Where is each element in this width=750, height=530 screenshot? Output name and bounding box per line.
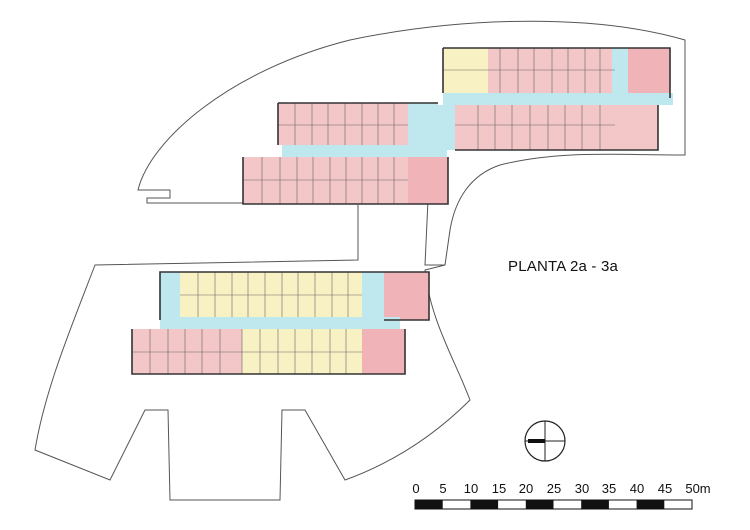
corridor xyxy=(443,93,673,105)
scale-tick: 40 xyxy=(629,481,645,496)
wing-upper-right xyxy=(429,47,673,151)
wing-walls xyxy=(277,102,438,145)
wing-lower-south xyxy=(131,329,406,375)
room-block xyxy=(362,329,405,374)
scale-tick: 20 xyxy=(518,481,534,496)
room-block xyxy=(488,48,615,93)
room-block xyxy=(408,157,448,204)
scale-tick: 5 xyxy=(439,481,447,496)
wing-walls xyxy=(242,157,449,205)
scale-tick: 15 xyxy=(491,481,507,496)
wing-walls xyxy=(131,329,406,375)
scale-bar xyxy=(414,499,693,510)
site-outline-upper xyxy=(137,20,686,266)
wing-upper-left xyxy=(277,102,447,157)
room-block xyxy=(443,48,488,93)
core xyxy=(408,103,438,153)
room-block xyxy=(628,48,670,98)
plan-title: PLANTA 2a - 3a xyxy=(508,258,619,275)
wing-walls xyxy=(159,271,430,321)
room-block xyxy=(243,157,408,204)
scale-tick: 30 xyxy=(574,481,590,496)
corridor xyxy=(282,145,447,157)
room-block xyxy=(180,272,362,317)
scale-tick: 35 xyxy=(601,481,617,496)
room-block xyxy=(455,105,615,150)
scale-tick: 50m xyxy=(685,481,711,496)
wing-walls xyxy=(429,47,671,151)
room-block xyxy=(615,105,658,150)
wing-lower-north xyxy=(159,271,430,329)
wing-upper-left-lower-row xyxy=(242,157,449,205)
core xyxy=(362,272,384,320)
room-block xyxy=(132,329,242,374)
scale-tick: 25 xyxy=(546,481,562,496)
scale-tick: 0 xyxy=(412,481,420,496)
room-block xyxy=(242,329,362,374)
scale-tick: 10 xyxy=(463,481,479,496)
core xyxy=(160,272,180,320)
north-compass-icon xyxy=(524,420,566,462)
site-outline-lower xyxy=(34,205,471,501)
corridor xyxy=(160,317,400,329)
room-block xyxy=(384,272,429,320)
scale-tick: 45 xyxy=(657,481,673,496)
room-block xyxy=(278,103,408,145)
core xyxy=(612,48,628,98)
